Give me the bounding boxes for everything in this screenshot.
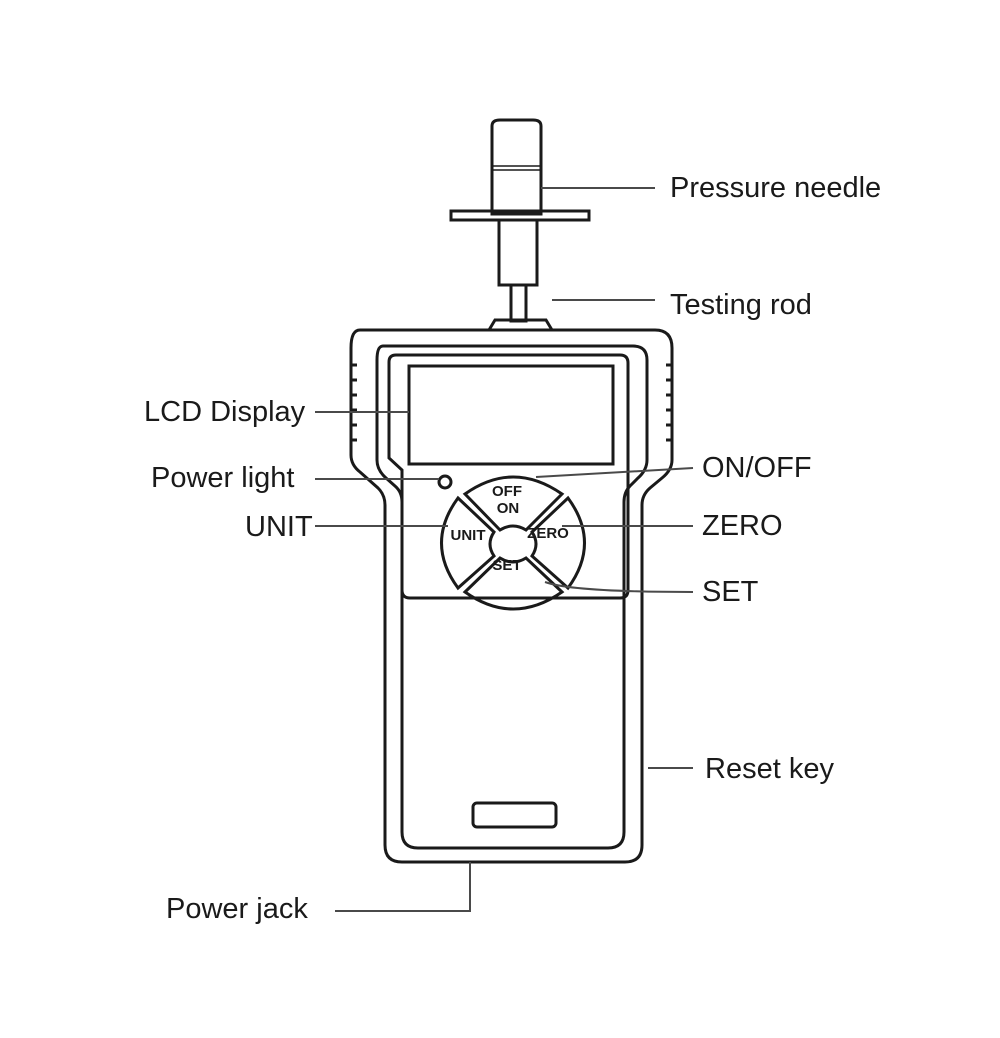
on-off-label: ON/OFF bbox=[702, 452, 812, 484]
power-light bbox=[437, 474, 453, 490]
zero-key[interactable] bbox=[530, 495, 586, 591]
testing-rod bbox=[487, 283, 554, 331]
leader-lines bbox=[315, 187, 694, 912]
power-jack-label: Power jack bbox=[166, 893, 308, 925]
reset-key-label: Reset key bbox=[705, 753, 834, 785]
pressure-needle-label: Pressure needle bbox=[670, 172, 881, 204]
labels: Pressure needle Testing rod LCD Display … bbox=[144, 172, 881, 925]
on-key-text: ON bbox=[497, 500, 520, 517]
testing-rod-label: Testing rod bbox=[670, 289, 812, 321]
set-key-text: SET bbox=[492, 557, 521, 574]
power-light-label: Power light bbox=[151, 462, 294, 494]
zero-label: ZERO bbox=[702, 510, 783, 542]
off-key-text: OFF bbox=[492, 483, 522, 500]
bottom-key[interactable] bbox=[471, 801, 558, 829]
device-body bbox=[349, 328, 674, 864]
on-off-key[interactable] bbox=[462, 475, 565, 532]
unit-label: UNIT bbox=[245, 511, 313, 543]
lcd-display bbox=[407, 364, 615, 466]
zero-key-text: ZERO bbox=[527, 525, 569, 542]
pressure-needle bbox=[449, 118, 591, 287]
set-key[interactable] bbox=[462, 556, 565, 611]
keypad: OFF ON UNIT ZERO SET bbox=[440, 475, 586, 611]
unit-key-text: UNIT bbox=[451, 527, 486, 544]
set-label: SET bbox=[702, 576, 759, 608]
lcd-display-label: LCD Display bbox=[144, 396, 306, 428]
unit-key[interactable] bbox=[440, 495, 496, 591]
